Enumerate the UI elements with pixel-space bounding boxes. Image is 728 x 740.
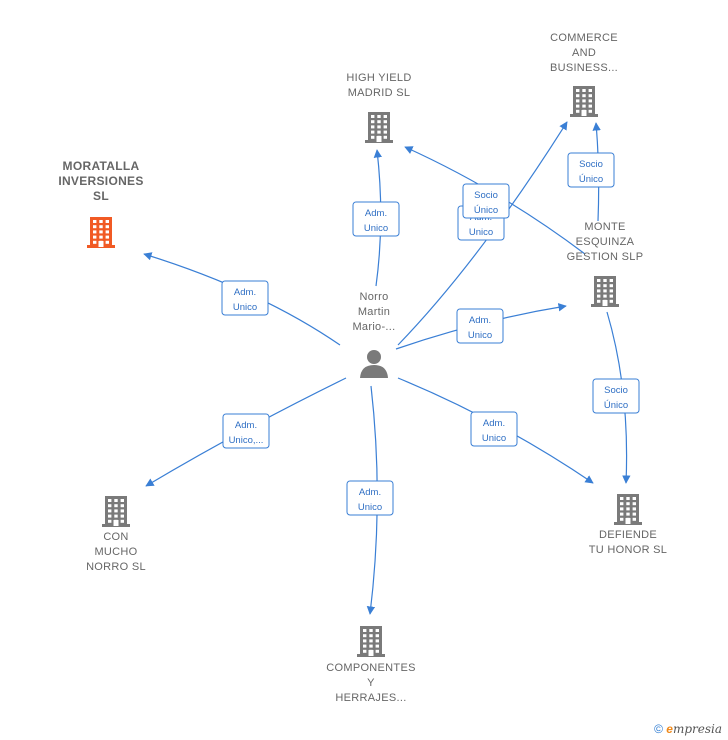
brand-logo-e: e	[666, 722, 673, 736]
edge-label-text: Adm.	[365, 208, 387, 219]
edge-label-text: Único	[474, 205, 498, 216]
edge-label[interactable]: Adm. Unico	[346, 480, 394, 516]
edge-label-text: Único	[579, 174, 603, 185]
edge-label-text: Socio	[579, 159, 603, 170]
edge-label-text: Adm.	[359, 487, 381, 498]
node-label[interactable]: HIGH YIELD	[346, 72, 411, 84]
edge-label-text: Unico,...	[229, 435, 264, 446]
node-defiende[interactable]: DEFIENDE TU HONOR SL	[589, 494, 667, 556]
node-label[interactable]: MUCHO	[94, 546, 137, 558]
edge-center-to-highyield: Adm. Unico	[352, 149, 400, 287]
edge-label-text: Adm.	[469, 315, 491, 326]
node-label[interactable]: MORATALLA	[63, 159, 140, 173]
edge-label-text: Socio	[474, 190, 498, 201]
edge-label-text: Unico	[233, 302, 257, 313]
node-label[interactable]: COMMERCE	[550, 32, 618, 44]
edge-label-box	[470, 411, 518, 447]
building-icon	[87, 217, 115, 248]
edge-label-text: Unico	[482, 433, 506, 444]
node-label[interactable]: NORRO SL	[86, 561, 146, 573]
node-label[interactable]: Y	[367, 677, 375, 689]
edge-label-text: Socio	[604, 385, 628, 396]
brand-name: mpresia	[672, 722, 722, 736]
node-center[interactable]: NorroMartinMario-...	[352, 291, 395, 378]
building-icon	[570, 86, 598, 117]
edge-center-to-monte: Adm. Unico	[395, 303, 567, 350]
edge-label-box	[462, 183, 510, 219]
node-label[interactable]: Martin	[358, 306, 390, 318]
node-label[interactable]: Mario-...	[352, 321, 395, 333]
edge-label-box	[222, 413, 270, 449]
edge-label-box	[221, 280, 269, 316]
edge-label[interactable]: Adm. Unico	[221, 280, 269, 316]
node-label[interactable]: HERRAJES...	[335, 692, 406, 704]
node-label[interactable]: Norro	[359, 291, 388, 303]
node-label[interactable]: COMPONENTES	[326, 662, 415, 674]
node-label[interactable]: ESQUINZA	[576, 236, 635, 248]
node-highyield[interactable]: HIGH YIELD MADRID SL	[346, 72, 411, 143]
edge-label-text: Unico	[364, 223, 388, 234]
edge-label[interactable]: Adm. Unico,...	[222, 413, 270, 449]
edge-label-box	[567, 152, 615, 188]
node-conmucho[interactable]: CON MUCHO NORRO SL	[86, 496, 146, 573]
person-icon	[360, 350, 388, 378]
copyright-icon: ©	[654, 722, 663, 736]
edge-center-to-conmucho: Adm. Unico,...	[145, 377, 347, 487]
node-componentes[interactable]: COMPONENTES Y HERRAJES...	[326, 626, 415, 704]
edge-label-text: Adm.	[234, 287, 256, 298]
node-label[interactable]: GESTION SLP	[567, 251, 644, 263]
building-icon	[614, 494, 642, 525]
node-label[interactable]: INVERSIONES	[58, 174, 143, 188]
node-label[interactable]: AND	[572, 47, 596, 59]
edge-label[interactable]: Adm. Unico	[352, 201, 400, 237]
edge-center-to-moratalla: Adm. Unico	[143, 252, 341, 346]
node-label[interactable]: BUSINESS...	[550, 62, 618, 74]
edge-label-box	[592, 378, 640, 414]
edge-label-text: Adm.	[235, 420, 257, 431]
node-commerce[interactable]: COMMERCE AND BUSINESS...	[550, 32, 618, 117]
building-icon	[591, 276, 619, 307]
building-icon	[365, 112, 393, 143]
edge-label-text: Unico	[358, 502, 382, 513]
edge-label-text: Único	[604, 400, 628, 411]
edge-label-box	[352, 201, 400, 237]
node-label[interactable]: MADRID SL	[348, 87, 411, 99]
node-label[interactable]: MONTE	[584, 221, 625, 233]
node-monte[interactable]: MONTE ESQUINZA GESTION SLP	[567, 221, 644, 307]
node-label[interactable]: TU HONOR SL	[589, 544, 667, 556]
node-label[interactable]: SL	[93, 189, 109, 203]
node-label[interactable]: DEFIENDE	[599, 529, 657, 541]
edge-label-text: Adm.	[483, 418, 505, 429]
building-icon	[102, 496, 130, 527]
edge-label-box	[456, 308, 504, 344]
node-label[interactable]: CON	[103, 531, 128, 543]
edge-center-to-componentes: Adm. Unico	[346, 385, 394, 615]
edge-label-text: Unico	[468, 330, 492, 341]
edge-label[interactable]: Adm. Unico	[456, 308, 504, 344]
edge-line	[397, 121, 568, 346]
edge-label[interactable]: Adm. Unico	[470, 411, 518, 447]
edge-center-to-defiende: Adm. Unico	[397, 377, 594, 484]
building-icon	[357, 626, 385, 657]
brand-footer: © empresia	[654, 722, 722, 736]
edge-label-text: Unico	[469, 227, 493, 238]
edge-label-box	[346, 480, 394, 516]
